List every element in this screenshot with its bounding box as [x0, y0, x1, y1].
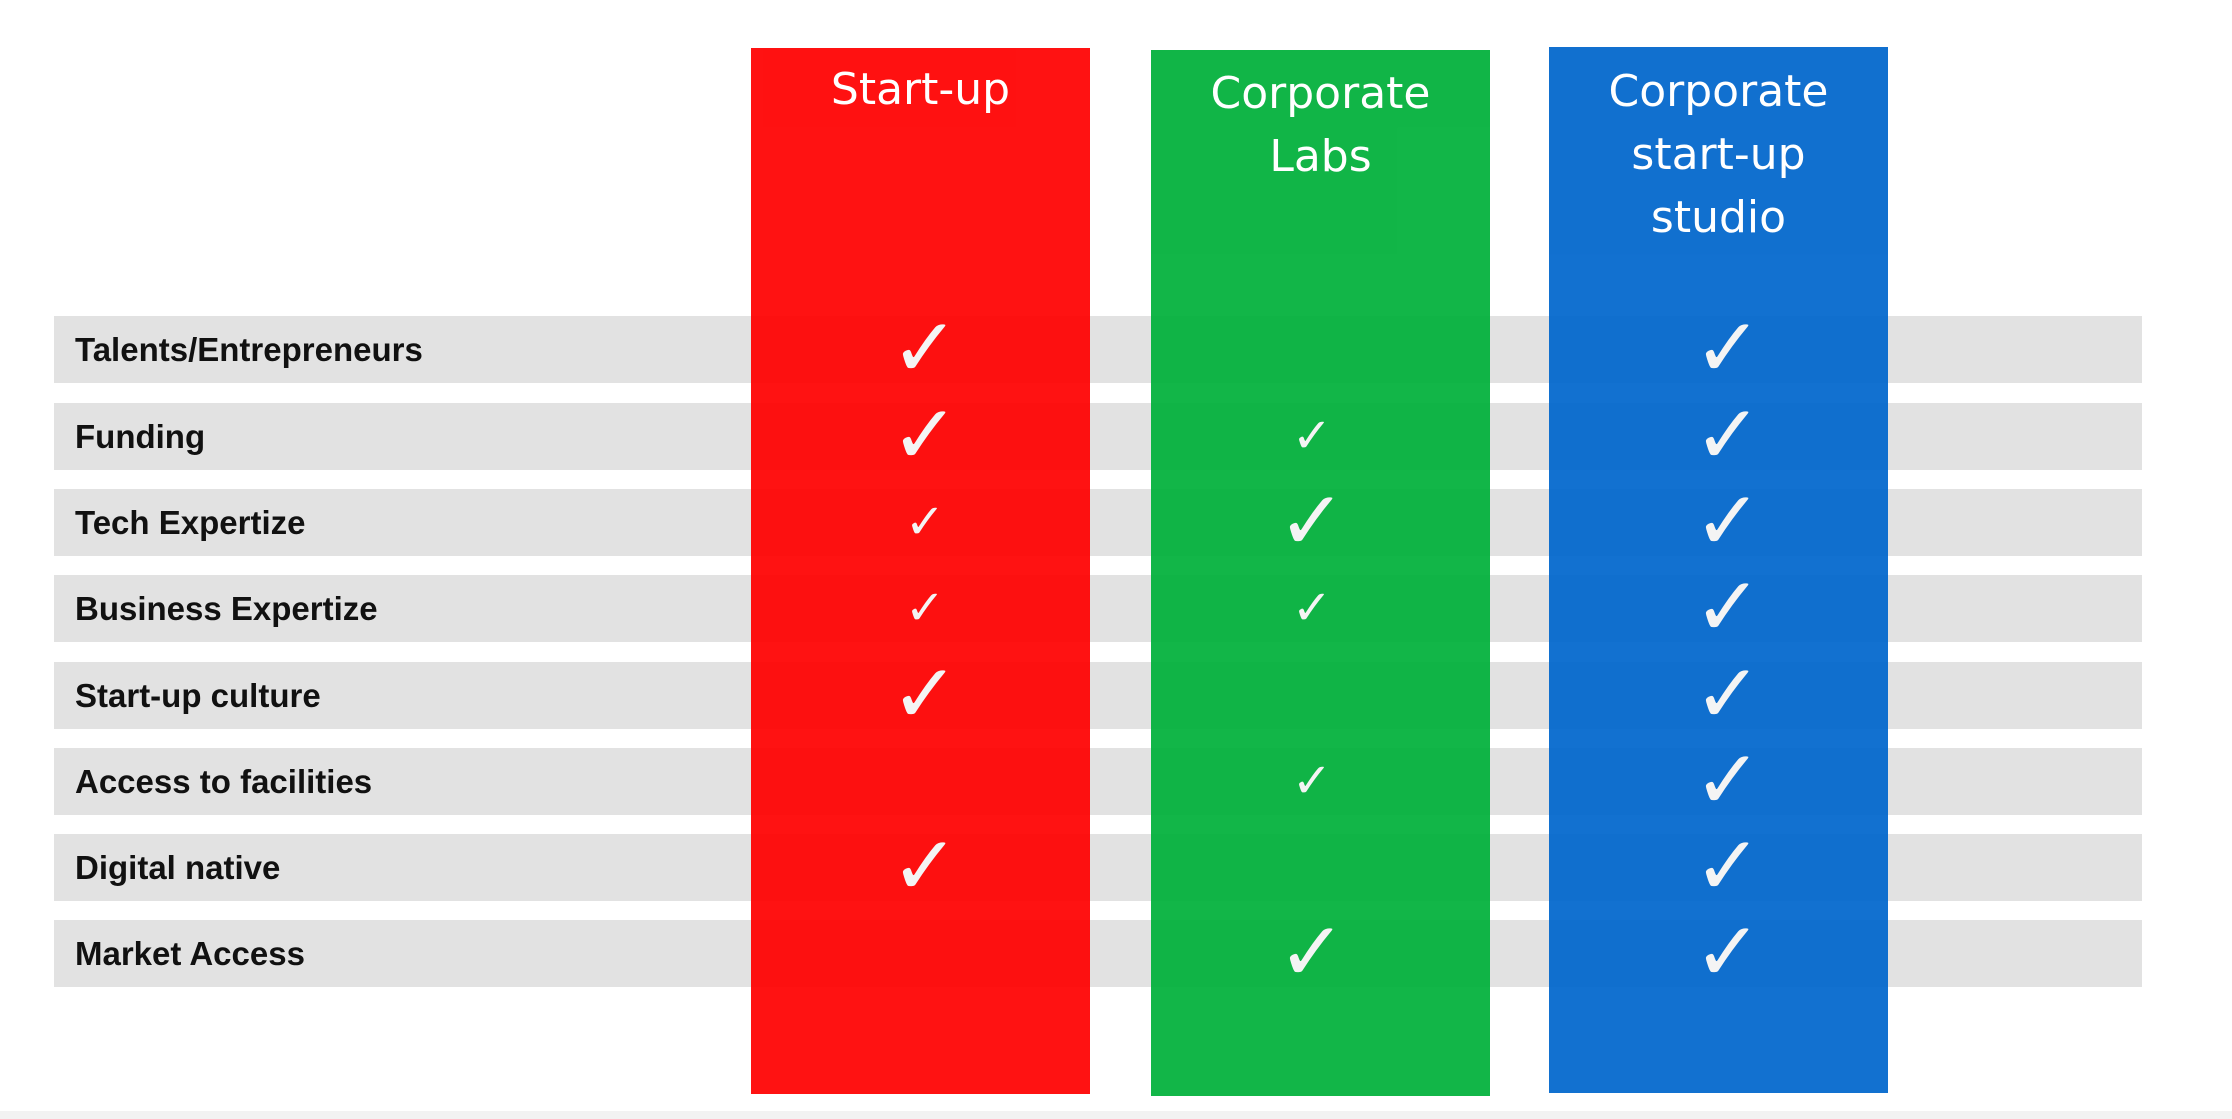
column-corporate-labs: Corporate Labs	[1151, 50, 1490, 1096]
row-label-talents: Talents/Entrepreneurs	[75, 331, 423, 368]
checkmark-icon: ✓	[890, 647, 960, 742]
column-startup: Start-up	[751, 48, 1090, 1094]
row-label-tech-expertize: Tech Expertize	[75, 504, 306, 541]
checkmark-icon: ✓	[904, 494, 946, 550]
column-corporate-studio: Corporate start-up studio	[1549, 47, 1888, 1093]
bottom-strip	[0, 1111, 2232, 1119]
row-label-market-access: Market Access	[75, 935, 305, 972]
checkmark-icon: ✓	[890, 819, 960, 914]
column-header-corporate-labs: Corporate Labs	[1210, 68, 1431, 182]
column-header-startup: Start-up	[830, 64, 1011, 115]
checkmark-icon: ✓	[1693, 647, 1763, 742]
row-label-startup-culture: Start-up culture	[75, 677, 321, 714]
checkmark-icon: ✓	[1693, 301, 1763, 396]
checkmark-icon: ✓	[890, 301, 960, 396]
row-label-digital-native: Digital native	[75, 849, 281, 886]
checkmark-icon: ✓	[1693, 388, 1763, 483]
checkmark-icon: ✓	[1291, 753, 1333, 809]
checkmark-icon: ✓	[904, 580, 946, 636]
checkmark-icon: ✓	[1693, 560, 1763, 655]
row-label-funding: Funding	[75, 418, 206, 455]
checkmark-icon: ✓	[1693, 474, 1763, 569]
row-label-access-to-facilities: Access to facilities	[75, 763, 373, 800]
checkmark-icon: ✓	[1693, 733, 1763, 828]
checkmark-icon: ✓	[1693, 819, 1763, 914]
checkmark-icon: ✓	[1291, 580, 1333, 636]
checkmark-icon: ✓	[1291, 408, 1333, 464]
row-label-business-expertize: Business Expertize	[75, 590, 378, 627]
column-header-corporate-studio: Corporate start-up studio	[1608, 66, 1829, 243]
checkmark-icon: ✓	[1693, 905, 1763, 1000]
checkmark-icon: ✓	[890, 388, 960, 483]
checkmark-icon: ✓	[1277, 905, 1347, 1000]
checkmark-icon: ✓	[1277, 474, 1347, 569]
